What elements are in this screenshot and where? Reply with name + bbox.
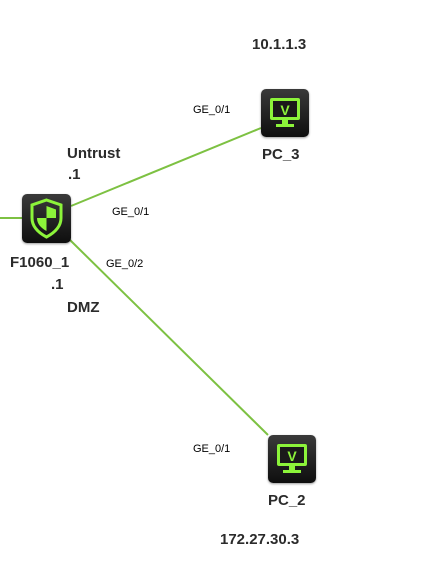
pc2-subnet-ip: 172.27.30.3 [220,531,300,548]
firewall-device[interactable] [22,194,71,243]
link-firewall-to-pc3 [70,127,262,207]
pc2-device[interactable]: V [268,435,316,483]
pc3-device[interactable]: V [261,89,309,137]
firewall-shield-icon [30,198,63,239]
link-firewall-to-pc2 [69,239,269,436]
untrust-zone-label: Untrust [67,145,121,162]
dmz-zone-label: DMZ [67,299,100,316]
svg-text:V: V [287,448,297,464]
firewall-name: F1060_1 [10,254,70,271]
firewall-port-dmz: GE_0/2 [106,258,144,270]
firewall-port-untrust: GE_0/1 [112,206,150,218]
pc3-name: PC_3 [262,146,300,163]
untrust-interface-address: .1 [68,166,81,183]
svg-text:V: V [280,102,290,118]
pc2-port-label: GE_0/1 [193,443,231,455]
dmz-interface-address: .1 [51,276,64,293]
monitor-icon: V [277,444,307,473]
pc3-subnet-ip: 10.1.1.3 [252,36,307,53]
pc3-port-label: GE_0/1 [193,104,231,116]
monitor-icon: V [270,98,300,127]
pc2-name: PC_2 [268,492,306,509]
